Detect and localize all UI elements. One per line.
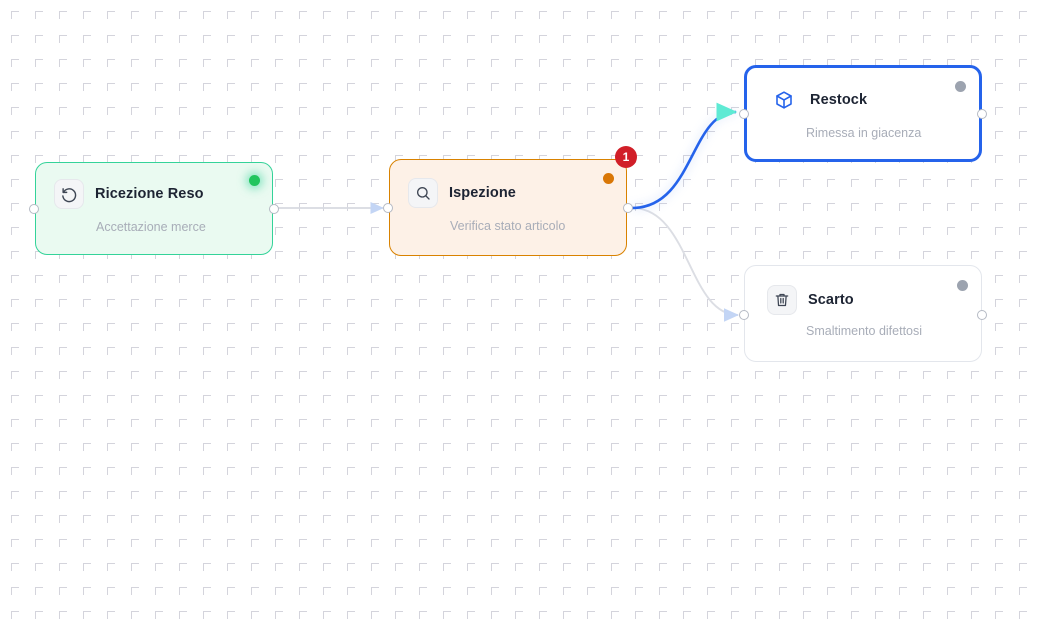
node-header: Ispezione: [408, 178, 516, 208]
handle-source-right[interactable]: [623, 203, 633, 213]
node-title: Ricezione Reso: [95, 186, 204, 202]
package-box-icon: [769, 85, 799, 115]
node-header: Ricezione Reso: [54, 179, 204, 209]
node-title: Restock: [810, 92, 868, 108]
node-scarto[interactable]: Scarto Smaltimento difettosi: [739, 265, 987, 362]
status-dot: [957, 280, 968, 291]
edge-ispezione-to-scarto[interactable]: [631, 207, 739, 322]
status-dot: [603, 173, 614, 184]
node-subtitle: Rimessa in giacenza: [806, 126, 922, 140]
trash-icon: [767, 285, 797, 315]
node-subtitle: Smaltimento difettosi: [806, 324, 923, 338]
handle-target-left[interactable]: [739, 109, 749, 119]
node-header: Restock: [769, 85, 867, 115]
node-restock[interactable]: Restock Rimessa in giacenza: [739, 65, 987, 162]
node-title: Ispezione: [449, 185, 516, 201]
handle-target-left[interactable]: [383, 203, 393, 213]
status-badge[interactable]: 1: [615, 146, 637, 168]
rotate-ccw-icon: [54, 179, 84, 209]
handle-target-left[interactable]: [739, 310, 749, 320]
node-title: Scarto: [808, 292, 854, 308]
node-subtitle: Verifica stato articolo: [450, 219, 566, 233]
search-icon: [408, 178, 438, 208]
status-dot: [955, 81, 966, 92]
node-ispezione[interactable]: Ispezione Verifica stato articolo 1: [383, 146, 637, 256]
node-ricezione-reso[interactable]: Ricezione Reso Accettazione merce: [29, 162, 279, 255]
edge-ispezione-to-restock-glow: [631, 110, 737, 210]
status-dot: [249, 175, 260, 186]
handle-source-right[interactable]: [977, 109, 987, 119]
handle-target-left[interactable]: [29, 204, 39, 214]
handle-source-right[interactable]: [977, 310, 987, 320]
edge-ispezione-to-restock[interactable]: [631, 102, 738, 210]
node-header: Scarto: [767, 285, 854, 315]
handle-source-right[interactable]: [269, 204, 279, 214]
node-subtitle: Accettazione merce: [96, 220, 206, 234]
